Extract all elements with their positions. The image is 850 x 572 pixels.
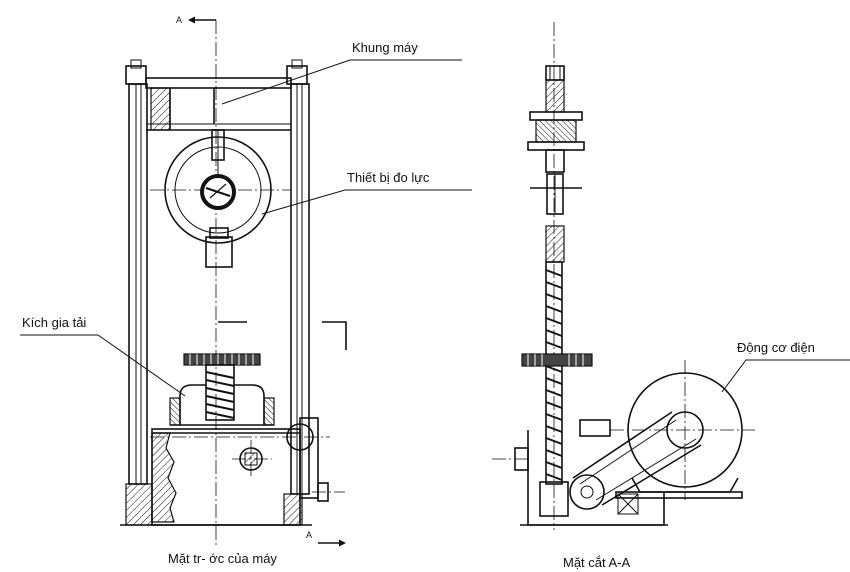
caption-front-view: Mặt tr- ớc của máy — [168, 551, 277, 566]
label-machine-frame: Khung máy — [352, 40, 418, 55]
leader-machine-frame — [221, 59, 462, 105]
caption-section-view: Mặt cắt A-A — [563, 555, 631, 570]
worm-wheel — [521, 353, 593, 367]
label-loading-jack: Kích gia tải — [22, 315, 86, 330]
section-mark-top: A — [176, 15, 216, 25]
loading-jack — [169, 353, 275, 426]
label-force-gauge: Thiết bị đo lực — [347, 170, 430, 185]
section-view — [492, 22, 755, 530]
leader-loading-jack — [20, 334, 186, 397]
section-upper-assembly — [527, 65, 585, 263]
lead-screw — [545, 261, 563, 485]
leader-lines — [20, 59, 850, 397]
section-mark-bottom: A — [306, 530, 346, 547]
leader-force-gauge — [261, 189, 472, 215]
base-block — [120, 417, 345, 526]
section-mark-bottom-label: A — [306, 530, 312, 540]
top-crosshead — [145, 77, 292, 131]
front-view: A A — [120, 15, 347, 547]
bracket-right — [322, 321, 347, 350]
force-gauge — [164, 129, 272, 268]
label-electric-motor: Động cơ điện — [737, 340, 815, 355]
section-base-housing — [492, 419, 668, 526]
electric-motor — [569, 360, 755, 510]
left-column — [125, 59, 148, 485]
leader-electric-motor — [721, 359, 850, 393]
section-mark-top-label: A — [176, 15, 182, 25]
